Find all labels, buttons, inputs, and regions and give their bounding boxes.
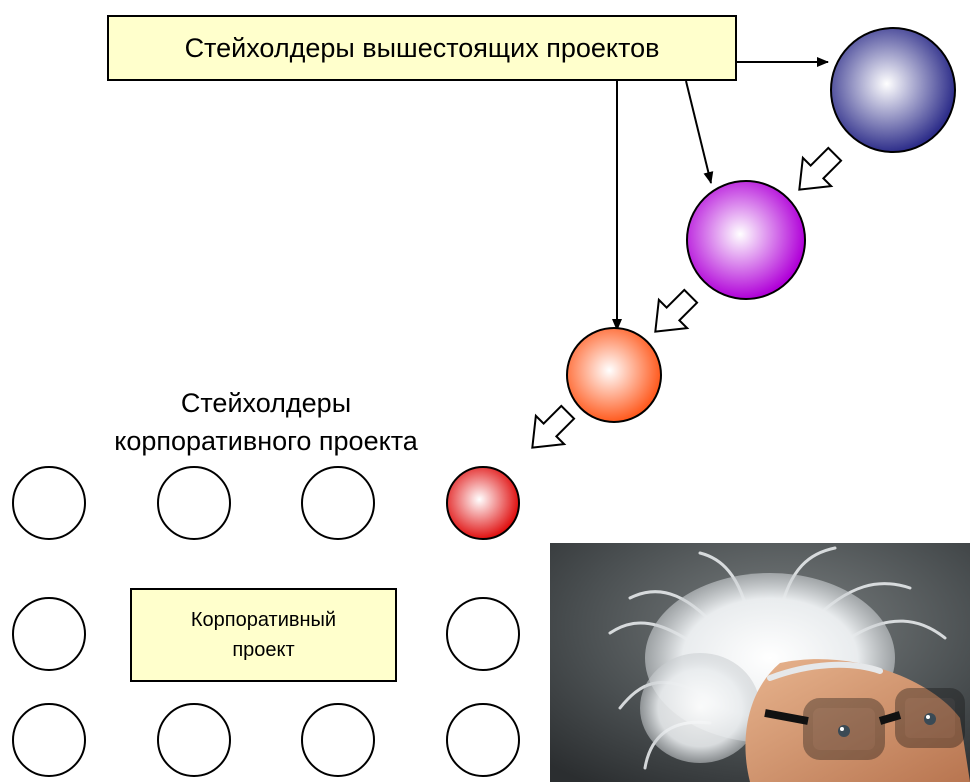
stakeholder-circle bbox=[12, 466, 86, 540]
stakeholder-circle bbox=[157, 466, 231, 540]
corporate-project-line1: Корпоративный bbox=[190, 609, 337, 631]
upper-stakeholders-box: Стейхолдеры вышестоящих проектов bbox=[107, 15, 737, 81]
block-arrow-1 bbox=[798, 146, 843, 191]
block-arrow-3 bbox=[531, 404, 576, 449]
stakeholder-circle bbox=[12, 703, 86, 777]
stakeholder-circle-highlighted bbox=[446, 466, 520, 540]
stakeholder-circle bbox=[446, 703, 520, 777]
block-arrow-2 bbox=[654, 288, 699, 333]
upper-project-sphere-1 bbox=[830, 27, 956, 153]
upper-project-sphere-3 bbox=[566, 327, 662, 423]
arrow-to-upper-project-2 bbox=[685, 80, 714, 184]
corporate-project-line2: проект bbox=[232, 639, 295, 661]
stakeholder-circle bbox=[12, 597, 86, 671]
stakeholder-circle bbox=[157, 703, 231, 777]
corporate-stakeholders-label: Стейхолдеры корпоративного проекта bbox=[60, 384, 472, 460]
corporate-stakeholders-label-line1: Стейхолдеры bbox=[180, 388, 352, 418]
stakeholder-circle bbox=[301, 703, 375, 777]
upper-project-sphere-2 bbox=[686, 180, 806, 300]
corporate-stakeholders-label-line2: корпоративного проекта bbox=[114, 426, 418, 456]
stakeholder-circle bbox=[301, 466, 375, 540]
corporate-project-box: Корпоративный проект bbox=[130, 588, 397, 682]
portrait-photo bbox=[550, 543, 970, 782]
stakeholder-circle bbox=[446, 597, 520, 671]
upper-stakeholders-text: Стейхолдеры вышестоящих проектов bbox=[184, 32, 660, 63]
